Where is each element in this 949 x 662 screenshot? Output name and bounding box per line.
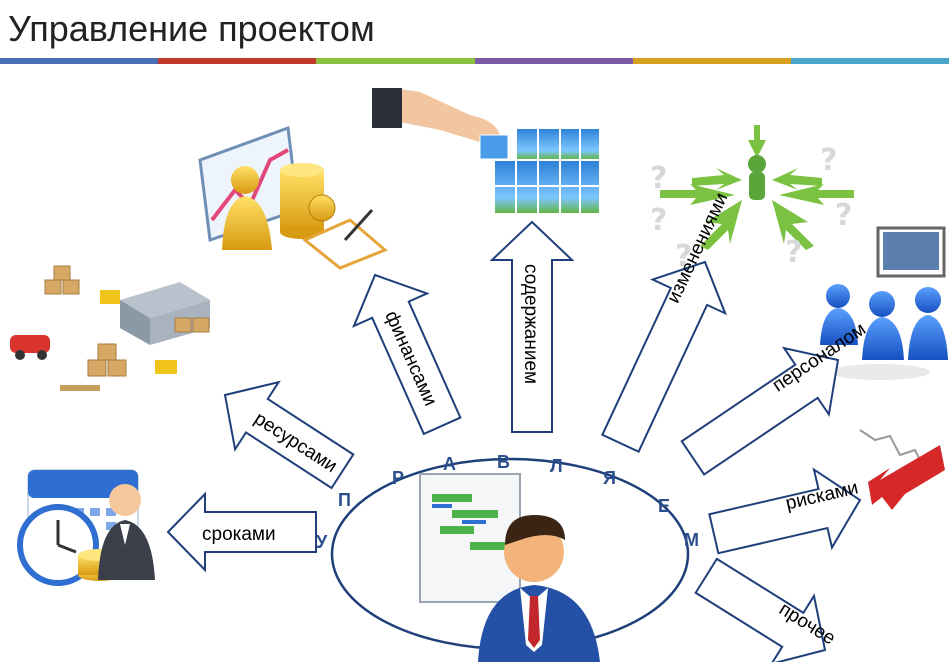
- arrow-finansy: финансами: [352, 273, 462, 436]
- stripe: [632, 58, 791, 64]
- center-letter: А: [443, 454, 456, 474]
- finance-chart-coins-icon: [198, 125, 388, 270]
- center-letter: В: [497, 452, 510, 472]
- center-letter: Р: [392, 468, 404, 488]
- svg-text:?: ?: [820, 143, 837, 178]
- center-letter: Я: [603, 468, 616, 488]
- svg-text:?: ?: [835, 198, 852, 233]
- arrow-label: содержанием: [520, 264, 541, 384]
- center-letters: У П Р А В Л Я Е М: [316, 452, 699, 552]
- stripe: [316, 58, 475, 64]
- arrow-soderzhanie: содержанием: [489, 220, 575, 433]
- svg-text:?: ?: [785, 235, 802, 270]
- arrow-personal: персоналом: [680, 319, 870, 476]
- center-letter: У: [316, 532, 328, 552]
- warehouse-logistics-icon: [10, 265, 210, 391]
- stripe: [158, 58, 317, 64]
- svg-text:?: ?: [650, 203, 667, 238]
- puzzle-hand-icon: [372, 88, 601, 215]
- svg-text:?: ?: [650, 161, 667, 196]
- arrow-riski: рисками: [708, 467, 862, 555]
- stripe: [0, 58, 159, 64]
- arrow-resursy: ресурсами: [223, 380, 355, 490]
- center-letter: М: [684, 530, 699, 550]
- center-letter: П: [338, 490, 351, 510]
- team-meeting-icon: [820, 226, 948, 380]
- center-letter: Е: [658, 496, 670, 516]
- risk-arrow-crack-icon: [859, 429, 945, 510]
- arrow-sroki: сроками: [166, 491, 317, 573]
- center-letter: Л: [550, 456, 563, 476]
- change-arrows-icon: ?? ?? ??: [650, 125, 854, 274]
- stripe: [790, 58, 949, 64]
- stripe: [474, 58, 633, 64]
- arrow-prochee: прочее: [694, 557, 839, 662]
- title-underline-stripes: [0, 58, 949, 64]
- manager-gantt-icon: [419, 473, 600, 662]
- arrow-label: сроками: [202, 524, 276, 545]
- calendar-clock-icon: [17, 469, 155, 586]
- page-title: Управление проектом: [8, 8, 375, 49]
- svg-text:?: ?: [675, 239, 692, 274]
